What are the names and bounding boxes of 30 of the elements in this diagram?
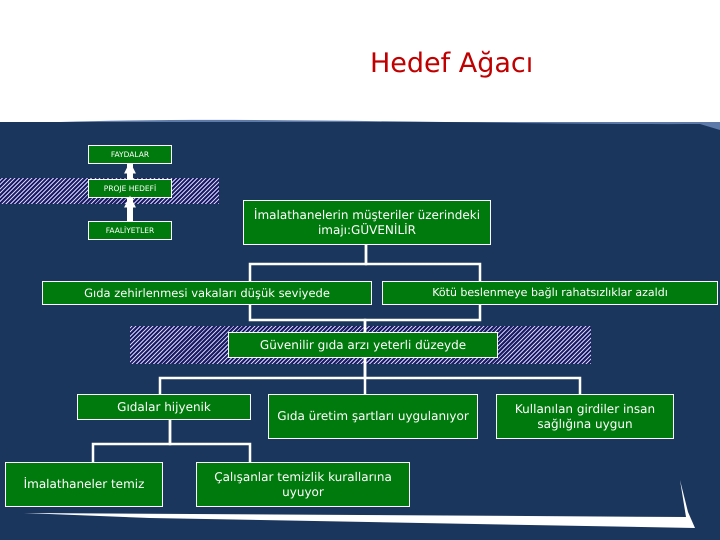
tree-connector [364,245,482,281]
goal-box [77,394,251,420]
goal-box [243,200,491,245]
goal-box [496,394,674,439]
goal-box [42,281,372,305]
arrow [124,162,136,179]
tree-connector [364,305,482,332]
hatched-band [130,326,591,364]
goal-box [382,281,718,305]
arrow [124,196,136,221]
goal-text: İmalathanelerin müşteriler üzerindeki imajı:GÜVENİLİR [252,208,482,238]
goal-box [268,394,478,439]
goal-text: Gıdalar hijyenik [117,400,211,414]
goal-text: Güvenilir gıda arzı yeterli düzeyde [260,338,466,352]
goal-text: Gıda zehirlenmesi vakaları düşük seviyede [84,286,330,300]
goal-text: İmalathaneler temiz [24,477,144,492]
goal-text: Kullanılan girdiler insan sağlığına uygun [514,402,656,432]
goal-box [196,462,410,507]
goal-box [88,221,172,240]
tree-connector [168,420,252,462]
goal-text: Çalışanlar temizlik kurallarına uyuyor [213,470,393,500]
goal-box [88,145,172,164]
tree-connector [364,358,582,394]
goal-text: Gıda üretim şartları uygulanıyor [277,409,469,424]
goal-box [228,332,498,358]
hatched-band [0,178,219,204]
slide-title: Hedef Ağacı [370,48,534,79]
goal-text: Kötü beslenmeye bağlı rahatsızlıklar azaldı [432,286,668,300]
goal-box [88,179,172,198]
goal-box [5,462,163,507]
